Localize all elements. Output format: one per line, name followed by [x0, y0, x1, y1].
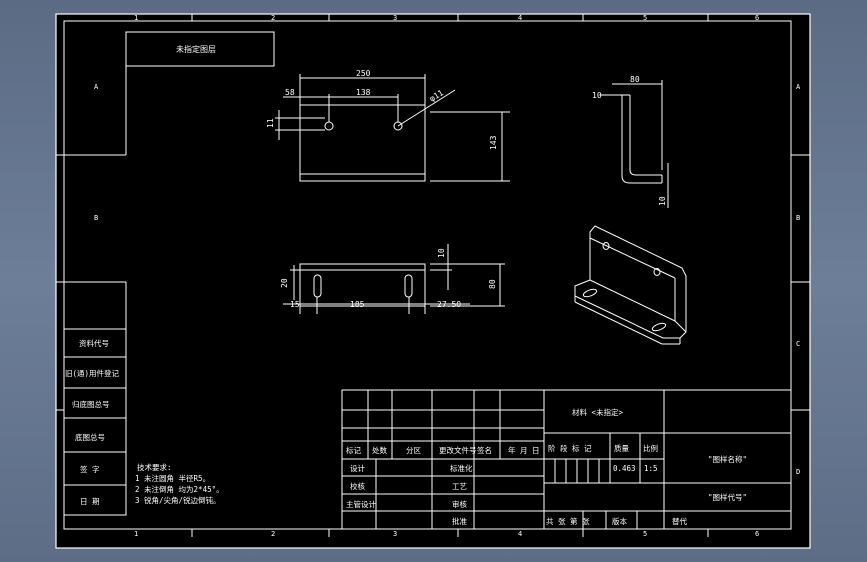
- header-mark: 标记: [346, 445, 361, 455]
- label-base-drawing-number: 底图总号: [75, 432, 105, 442]
- sheet-count: 共 张 第 张: [546, 516, 590, 526]
- zone-row-c-right: C: [796, 340, 800, 348]
- drawing-number: "图样代号": [708, 492, 747, 502]
- isometric-view: [574, 225, 687, 345]
- role-design: 设计: [350, 463, 365, 473]
- side-view: [600, 80, 669, 208]
- dim-plan-height: 80: [488, 279, 497, 289]
- tech-req-heading: 技术要求:: [137, 462, 172, 472]
- left-column-frame: [63, 328, 127, 516]
- dim-plan-top: 10: [437, 248, 446, 258]
- version-label: 版本: [612, 516, 627, 526]
- role-standardization: 标准化: [450, 463, 473, 473]
- zone-col-3-bottom: 3: [393, 530, 397, 538]
- iso-hole-left: [602, 242, 610, 250]
- role-lead-design: 主管设计: [346, 499, 376, 509]
- zone-row-b: B: [94, 214, 98, 222]
- zone-col-1: 1: [134, 14, 138, 22]
- header-date: 年 月 日: [508, 445, 540, 455]
- dim-height: 143: [489, 135, 498, 150]
- zone-col-4: 4: [518, 14, 522, 22]
- stage-mark-header: 阶 段 标 记: [548, 443, 592, 453]
- zone-col-5: 5: [643, 14, 647, 22]
- header-sign: 签名: [477, 445, 492, 455]
- dim-flange-width: 80: [630, 75, 640, 84]
- dim-overall-length: 250: [356, 69, 371, 78]
- label-date: 日 期: [80, 497, 100, 506]
- label-common-parts: 旧(通)用件登记: [65, 368, 120, 378]
- role-process: 工艺: [452, 482, 467, 491]
- scale-header: 比例: [643, 443, 658, 453]
- role-review: 审核: [452, 499, 467, 509]
- tech-req-line-3: 3 锐角/尖角/锐边倒钝。: [135, 495, 221, 505]
- zone-col-2: 2: [271, 14, 275, 22]
- drawing-name: "图样名称": [708, 454, 747, 464]
- front-view: [275, 74, 510, 182]
- dim-thickness: 10: [658, 196, 667, 206]
- scale-value: 1:5: [644, 464, 658, 473]
- zone-row-a-right: A: [796, 83, 801, 91]
- outer-border: [55, 13, 811, 549]
- dim-left-offset: 58: [285, 88, 295, 97]
- zone-col-6: 6: [755, 14, 759, 22]
- header-count: 处数: [372, 445, 387, 455]
- zone-row-d-right: D: [796, 468, 800, 476]
- role-check: 校核: [350, 481, 365, 491]
- iso-hole-right: [653, 268, 661, 276]
- iso-slot-right: [651, 322, 667, 332]
- top-view: [283, 244, 505, 314]
- zone-col-5-bottom: 5: [643, 530, 647, 538]
- zone-col-1-bottom: 1: [134, 530, 138, 538]
- tech-req-line-1: 1 未注圆角 半径R5。: [135, 473, 210, 483]
- dim-hole-spacing: 138: [356, 88, 371, 97]
- zone-col-4-bottom: 4: [518, 530, 522, 538]
- label-archive-number: 归底图总号: [72, 399, 110, 409]
- supersedes-label: 替代: [672, 516, 687, 526]
- label-data-code: 资料代号: [79, 338, 109, 348]
- iso-slot-left: [582, 288, 598, 298]
- label-signature: 签 字: [80, 464, 100, 474]
- dim-slot-offset: 15: [290, 300, 300, 309]
- dim-edge-offset: 27.50: [437, 300, 461, 309]
- role-approve: 批准: [452, 516, 467, 526]
- dim-flange-offset: 10: [592, 91, 602, 100]
- zone-col-2-bottom: 2: [271, 530, 275, 538]
- layer-note: 未指定图层: [176, 44, 216, 54]
- mass-value: 0.463: [613, 464, 636, 473]
- dim-hole-pitch: 11: [266, 118, 275, 128]
- tech-req-line-2: 2 未注倒角 均为2*45°。: [135, 484, 224, 494]
- dim-plan-side: 20: [280, 278, 289, 288]
- zone-row-b-right: B: [796, 214, 800, 222]
- dim-slot-spacing: 185: [350, 300, 365, 309]
- header-change-doc: 更改文件号: [439, 445, 477, 455]
- material-label: 材料 <未指定>: [572, 407, 624, 417]
- zone-col-6-bottom: 6: [755, 530, 759, 538]
- zone-col-3: 3: [393, 14, 397, 22]
- zone-row-a: A: [94, 83, 99, 91]
- mass-header: 质量: [614, 443, 629, 453]
- header-zone: 分区: [406, 446, 421, 455]
